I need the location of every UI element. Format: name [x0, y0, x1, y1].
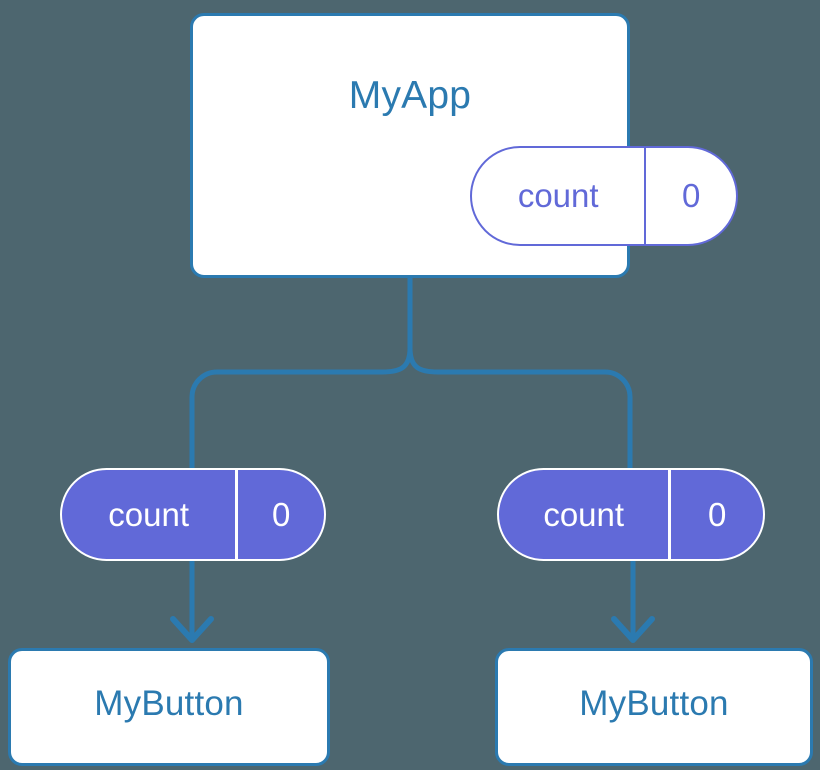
prop-pill-right[interactable]: count 0 — [497, 468, 765, 561]
prop-key-right: count — [543, 495, 625, 533]
prop-key-left: count — [108, 495, 190, 533]
state-pill-myapp[interactable]: count 0 — [470, 146, 738, 246]
arrow-head-left — [170, 616, 214, 643]
connector-branch-right — [407, 347, 633, 468]
state-key-myapp: count — [517, 177, 599, 214]
arrow-head-right — [611, 616, 655, 643]
component-label-mybutton-right: MyButton — [579, 684, 729, 723]
component-box-mybutton-right[interactable]: MyButton — [495, 648, 813, 766]
component-box-mybutton-left[interactable]: MyButton — [8, 648, 330, 766]
component-label-myapp: MyApp — [348, 74, 472, 117]
prop-value-left: 0 — [235, 470, 324, 559]
component-label-mybutton-left: MyButton — [94, 684, 244, 723]
prop-pill-left[interactable]: count 0 — [60, 468, 326, 561]
connector-branch-left — [189, 347, 413, 468]
component-box-myapp[interactable]: MyApp count 0 — [190, 13, 738, 278]
prop-value-right: 0 — [668, 470, 763, 559]
state-value-myapp: 0 — [644, 148, 736, 244]
